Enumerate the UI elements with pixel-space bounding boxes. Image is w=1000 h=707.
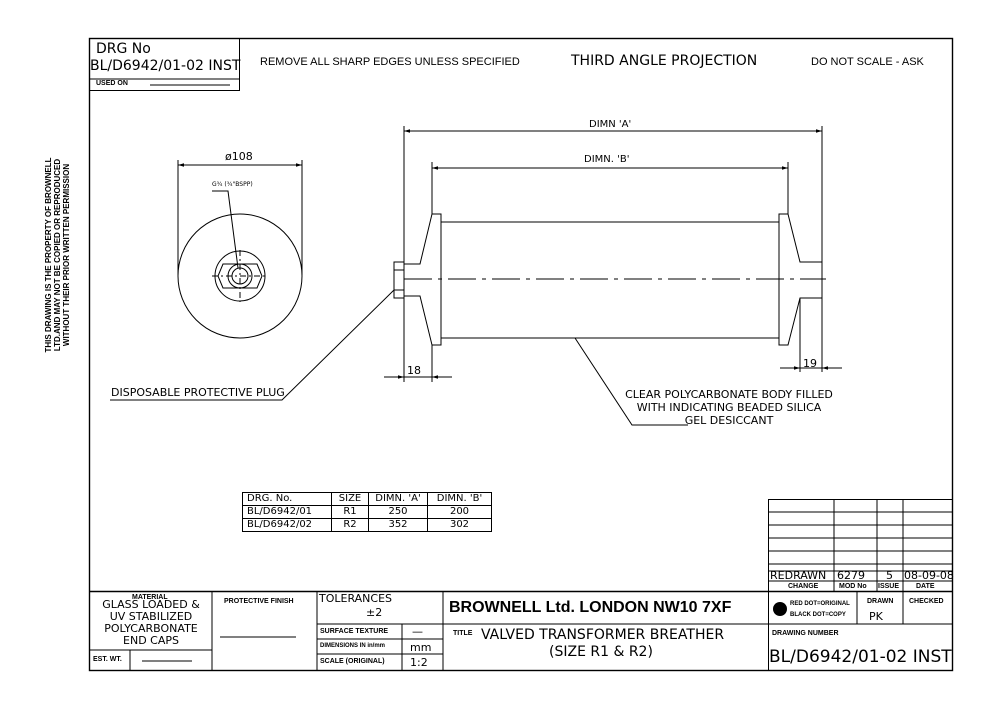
material-line-2: UV STABILIZED (109, 610, 193, 623)
title-block-grid (89, 590, 953, 671)
drawn-label: DRAWN (867, 598, 894, 605)
table-cell: R2 (331, 518, 369, 532)
end-view (177, 160, 303, 339)
material-value: GLASS LOADED & UV STABILIZED POLYCARBONA… (90, 599, 212, 647)
material-line-1: GLASS LOADED & (102, 598, 200, 611)
table-cell: 250 (368, 505, 428, 519)
body-callout: CLEAR POLYCARBONATE BODY FILLED WITH IND… (614, 388, 844, 427)
body-callout-line-2: WITH INDICATING BEADED SILICA (636, 401, 822, 414)
revision-header-mod: MOD No (839, 583, 867, 590)
sheet-border (88, 37, 954, 672)
dot-icon (773, 602, 787, 616)
black-dot-note: BLACK DOT=COPY (790, 612, 846, 618)
body-callout-line-1: CLEAR POLYCARBONATE BODY FILLED (625, 388, 833, 401)
checked-label: CHECKED (909, 598, 944, 605)
table-cell: 200 (427, 505, 492, 519)
table-header-row: DRG. No. SIZE DIMN. 'A' DIMN. 'B' (242, 492, 492, 506)
table-header: SIZE (331, 492, 369, 506)
dims-value: mm (410, 641, 432, 654)
dims-label: DIMENSIONS IN in/mm (320, 643, 386, 649)
drg-no-value: BL/D6942/01-02 INST (90, 58, 241, 74)
projection-note: THIRD ANGLE PROJECTION (571, 53, 758, 69)
tolerances-value: ±2 (366, 606, 383, 619)
dimn-a-label: DIMN 'A' (589, 119, 632, 130)
table-cell: BL/D6942/02 (242, 518, 332, 532)
body-callout-line-3: GEL DESICCANT (684, 414, 774, 427)
do-not-scale-note: DO NOT SCALE - ASK (811, 56, 924, 68)
dimn-b-label: DIMN. 'B' (584, 154, 630, 165)
table-cell: BL/D6942/01 (242, 505, 332, 519)
dim-19-label: 19 (803, 357, 817, 370)
note-sharp-edges: REMOVE ALL SHARP EDGES UNLESS SPECIFIED (260, 56, 520, 68)
table-row: BL/D6942/02 R2 352 302 (242, 518, 492, 532)
red-dot-note: RED DOT=ORIGINAL (790, 601, 850, 607)
diameter-label: ø108 (225, 150, 253, 163)
revision-grid (768, 499, 953, 592)
drawing-number-label: DRAWING NUMBER (772, 630, 839, 637)
copyright-line-2: LTD.AND MAY NOT BE COPIED OR REPRODUCED (53, 158, 62, 352)
table-header: DRG. No. (242, 492, 332, 506)
table-row: BL/D6942/01 R1 250 200 (242, 505, 492, 519)
table-cell: 352 (368, 518, 428, 532)
copyright-note: THIS DRAWING IS THE PROPERTY OF BROWNELL… (44, 140, 84, 370)
surface-value: — (412, 625, 423, 638)
copyright-line-1: THIS DRAWING IS THE PROPERTY OF BROWNELL (44, 157, 53, 353)
surface-label: SURFACE TEXTURE (320, 628, 389, 635)
title-label: TITLE (453, 630, 473, 637)
thread-label: G¾ (¾"BSPP) (212, 181, 253, 188)
dimension-table: DRG. No. SIZE DIMN. 'A' DIMN. 'B' BL/D69… (242, 492, 492, 532)
table-cell: 302 (427, 518, 492, 532)
drawn-value: PK (869, 610, 883, 623)
material-line-3: POLYCARBONATE (104, 622, 198, 635)
used-on-label: USED ON (96, 80, 128, 87)
revision-mod-no: 6279 (837, 569, 865, 582)
drg-no-box (89, 38, 240, 91)
table-header: DIMN. 'A' (368, 492, 428, 506)
copyright-line-3: WITHOUT THEIR PRIOR WRITTEN PERMISSION (62, 163, 71, 347)
side-view (110, 126, 842, 426)
drawing-title-line-1: VALVED TRANSFORMER BREATHER (481, 627, 725, 643)
dim-18-label: 18 (407, 364, 421, 377)
plug-callout: DISPOSABLE PROTECTIVE PLUG (111, 386, 285, 399)
company-name: BROWNELL Ltd. LONDON NW10 7XF (449, 599, 732, 616)
material-label: MATERIAL (132, 594, 168, 601)
drg-no-label: DRG No (96, 41, 151, 57)
scale-label: SCALE (ORIGINAL) (320, 658, 385, 665)
table-header: DIMN. 'B' (427, 492, 492, 506)
tolerances-label: TOLERANCES (319, 592, 393, 605)
finish-label: PROTECTIVE FINISH (224, 598, 294, 605)
est-wt-label: EST. WT. (93, 656, 122, 663)
revision-header-issue: ISSUE (878, 583, 900, 590)
drawing-number: BL/D6942/01-02 INST (769, 647, 952, 667)
scale-value: 1:2 (410, 656, 428, 669)
revision-issue: 5 (886, 569, 893, 582)
revision-header-date: DATE (916, 583, 935, 590)
drawing-title-line-2: (SIZE R1 & R2) (549, 644, 653, 660)
table-cell: R1 (331, 505, 369, 519)
revision-date: 08-09-08 (904, 569, 954, 582)
revision-change: REDRAWN (770, 569, 827, 582)
material-line-4: END CAPS (123, 634, 179, 647)
revision-header-change: CHANGE (788, 583, 819, 590)
